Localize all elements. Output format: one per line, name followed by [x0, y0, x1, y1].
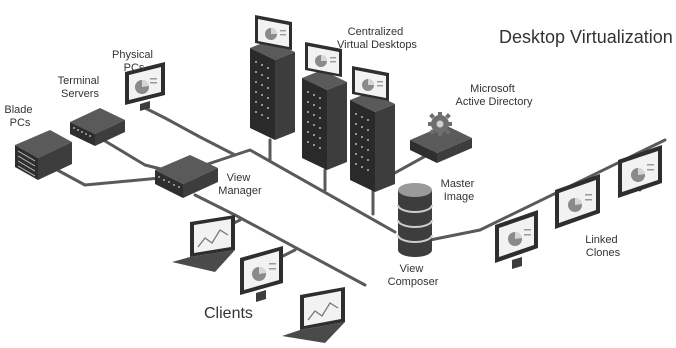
- client-laptop-1: [172, 215, 235, 272]
- physical-pc-monitor: [125, 62, 165, 111]
- label-view-composer: View Composer: [388, 263, 439, 288]
- label-physical-pcs: Physical PCs: [112, 49, 156, 74]
- desktop-tower-2: [302, 42, 347, 170]
- linked-clone-monitor-1: [495, 210, 538, 269]
- label-centralized-virtual-desktops: Centralized Virtual Desktops: [337, 26, 417, 51]
- desktop-tower-3: [350, 66, 395, 192]
- view-manager: [155, 155, 218, 198]
- terminal-servers: [70, 108, 125, 146]
- label-clients: Clients: [204, 305, 253, 322]
- linked-clone-monitor-2: [555, 174, 600, 229]
- cable-main-bus: [188, 148, 397, 234]
- client-monitor-2: [240, 246, 283, 302]
- label-master-image: Master Image: [441, 178, 478, 203]
- label-blade-pcs: Blade PCs: [4, 104, 35, 129]
- cable-terminal-to-manager: [98, 136, 167, 172]
- label-view-manager: View Manager: [218, 172, 262, 197]
- gear-icon: [428, 112, 452, 136]
- cable-blade-to-manager: [46, 163, 162, 187]
- labels: Desktop Virtualization Blade PCs Termina…: [4, 26, 672, 322]
- label-linked-clones: Linked Clones: [585, 234, 620, 259]
- label-active-directory: Microsoft Active Directory: [455, 83, 533, 108]
- label-terminal-servers: Terminal Servers: [58, 75, 103, 100]
- linked-clone-monitor-3: [618, 145, 662, 198]
- client-laptop-3: [282, 287, 345, 343]
- desktop-tower-1: [250, 15, 295, 140]
- cable-composer-to-clones: [428, 138, 667, 242]
- master-image-database: [397, 183, 433, 257]
- title: Desktop Virtualization: [499, 27, 673, 47]
- active-directory-server: [410, 112, 472, 163]
- cable-physical-to-bus: [143, 106, 237, 157]
- blade-pcs: [15, 130, 72, 180]
